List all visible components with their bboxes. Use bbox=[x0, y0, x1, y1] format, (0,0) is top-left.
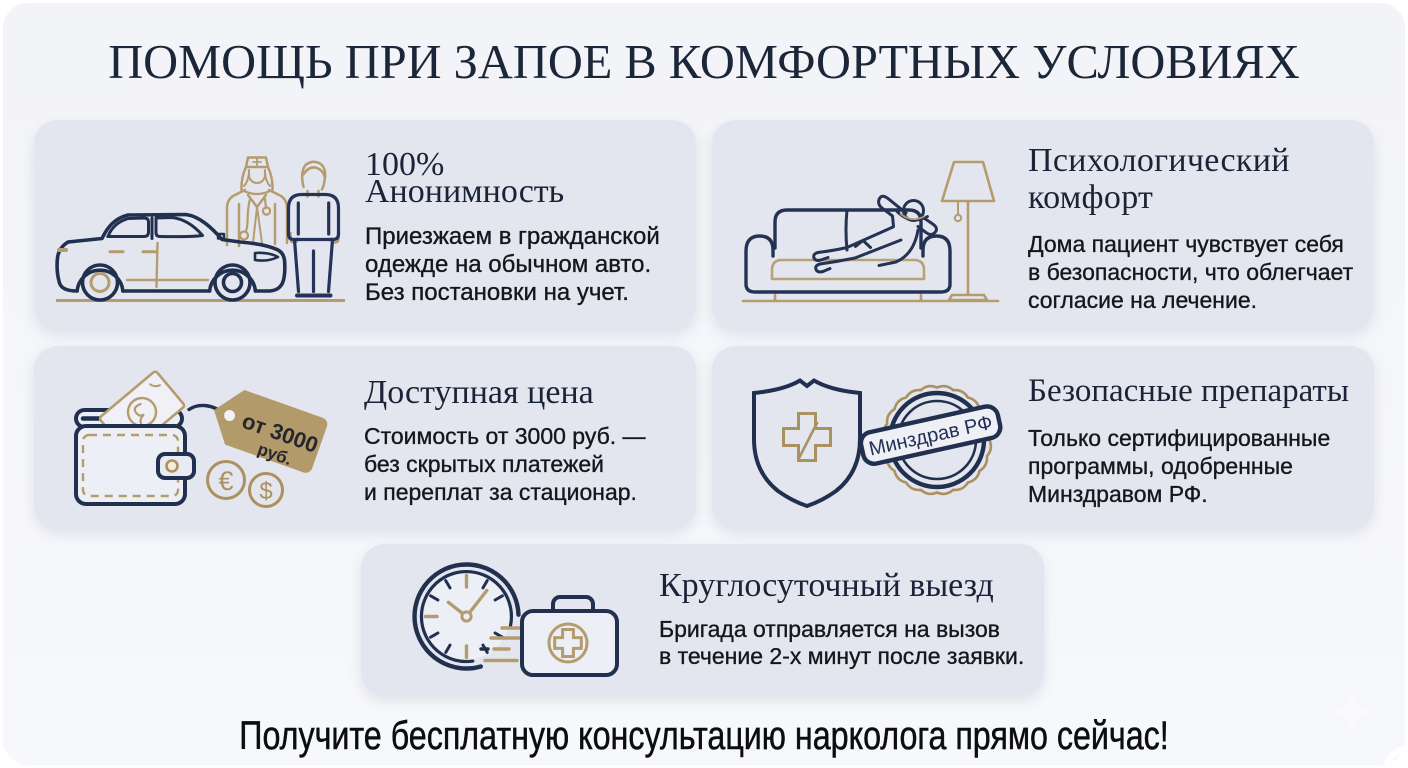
svg-text:$: $ bbox=[259, 478, 272, 505]
svg-text:€: € bbox=[218, 466, 233, 496]
